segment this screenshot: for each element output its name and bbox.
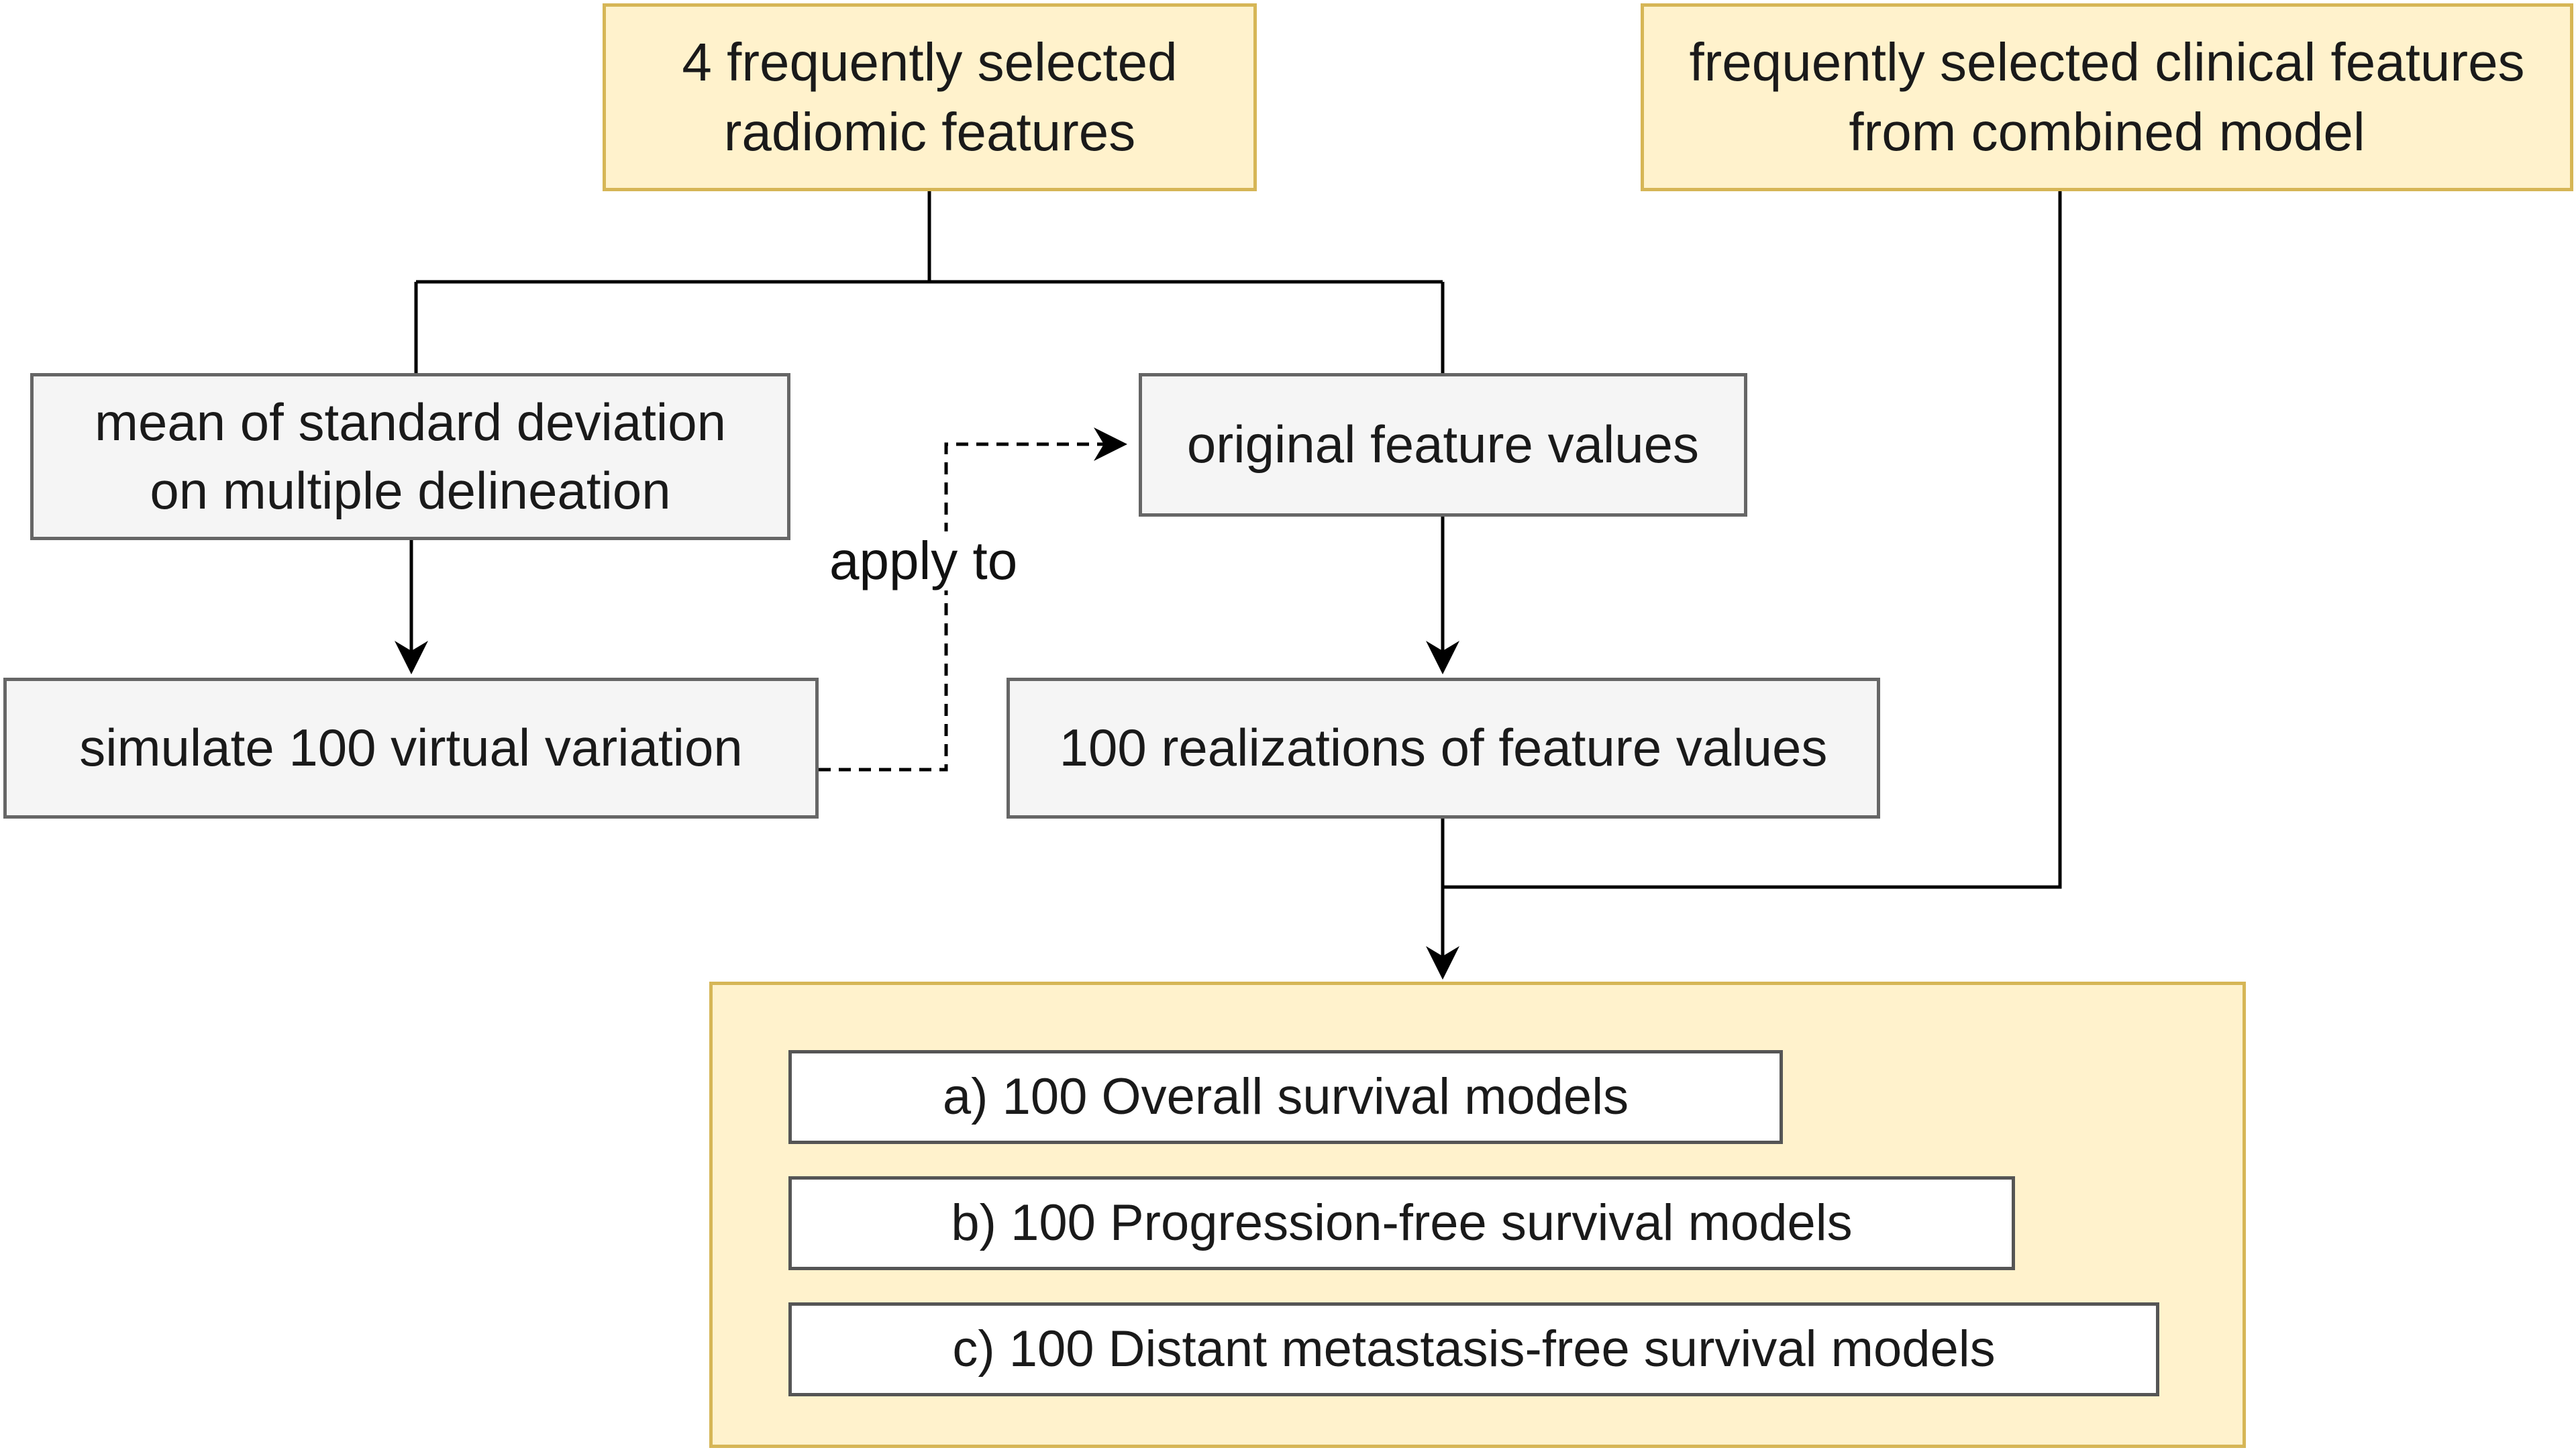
model-distant-metastasis-free-survival: c) 100 Distant metastasis-free survival … [788,1302,2159,1396]
simulate-box: simulate 100 virtual variation [3,678,819,819]
apply-to-label: apply to [825,531,1022,590]
radiomic-features-box: 4 frequently selected radiomic features [603,3,1257,191]
model-progression-free-survival: b) 100 Progression-free survival models [788,1176,2015,1270]
original-values-box: original feature values [1139,373,1747,517]
mean-std-box: mean of standard deviation on multiple d… [30,373,790,540]
edge-apply-to [819,427,1127,772]
model-overall-survival: a) 100 Overall survival models [788,1050,1783,1144]
edge-clinical-to-models [1443,191,2062,889]
edge-radiomic-split [414,191,1445,373]
clinical-features-box: frequently selected clinical features fr… [1641,3,2573,191]
realizations-box: 100 realizations of feature values [1007,678,1880,819]
